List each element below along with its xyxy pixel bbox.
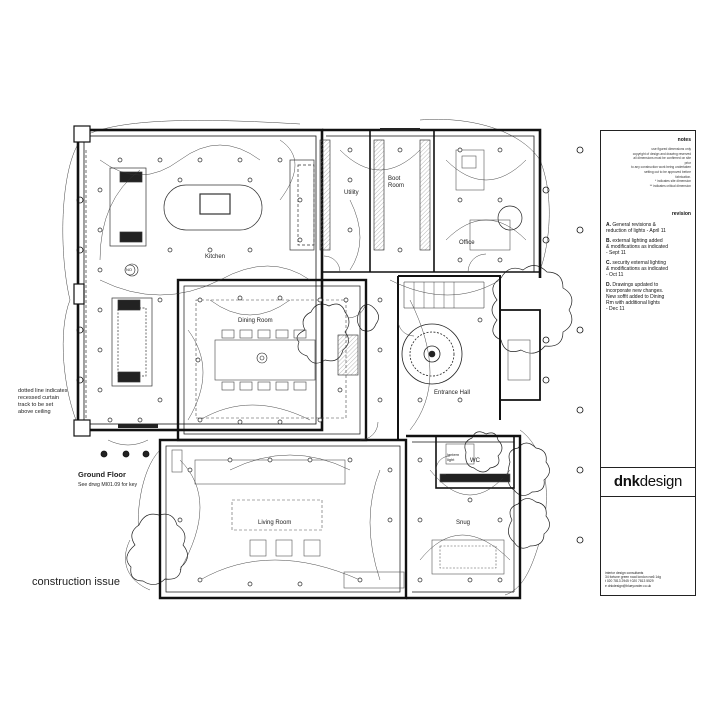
room-label-office: Office [459, 240, 475, 246]
consultant-section: interior design consultants 34 fortune g… [601, 571, 695, 588]
room-label-utility: Utility [344, 190, 359, 196]
revision-text: General revisions & reduction of lights … [606, 222, 666, 234]
structural-columns [319, 139, 431, 376]
notes-line: prior [684, 160, 691, 165]
room-label-dining-room: Dining Room [238, 318, 273, 324]
revision-text: external lighting added & modifications … [606, 238, 668, 256]
curtain-note: dotted line indicates recessed curtain t… [18, 388, 68, 415]
revision-letter: C. [606, 260, 613, 266]
door-swings [323, 253, 487, 471]
notes-line: all dimensions must be confirmed on site [633, 156, 691, 161]
revision-letter: A. [606, 222, 613, 228]
construction-issue-label: construction issue [32, 576, 121, 588]
notes-heading: notes [677, 137, 691, 143]
room-label-lantern: lantern light [447, 452, 460, 462]
consultant-heading: interior design consultants [605, 571, 644, 575]
revision-text: security external lighting & modificatio… [606, 260, 668, 278]
revision-entry: B. external lighting added & modificatio… [601, 238, 695, 256]
revision-letter: D. [606, 282, 613, 288]
room-label-living-room: Living Room [258, 520, 292, 526]
notes-line: use figured dimensions only [651, 147, 691, 151]
consultant-line: e dnkdesign@blueyonder.co.uk [605, 583, 652, 588]
revision-text: Drawings updated to incorporate new chan… [606, 282, 665, 312]
notes-line: to any construction work being undertake… [631, 165, 691, 170]
room-label-wc: WC [470, 458, 480, 464]
living-fittings [171, 449, 405, 589]
lighting-circuits [99, 139, 527, 581]
notes-line: ** indicates critical dimension [649, 183, 691, 188]
revision-entry: C. security external lighting & modifica… [601, 260, 695, 278]
notes-line: * indicates site dimension [655, 179, 691, 184]
revision-letter: B. [606, 238, 613, 244]
external-wiring [62, 119, 550, 596]
brand-section: dnkdesign [601, 467, 695, 497]
entrance-fittings [401, 281, 485, 385]
room-label-boot-room: Boot Room [388, 176, 405, 189]
notes-line: setting out to be approved before [644, 169, 691, 174]
consultant-line: 34 fortune green road london nw6 1dg [605, 575, 661, 580]
landscape-shrubs [126, 205, 573, 585]
consultant-line: t 020 7813 2945 f 020 7813 5529 [605, 579, 654, 584]
downlights [97, 147, 503, 587]
room-label-snug: Snug [456, 520, 471, 526]
tag-circle [124, 264, 136, 276]
room-label-kitchen: Kitchen [205, 254, 226, 260]
brand-light: design [639, 473, 683, 490]
notes-line: copyright of design and drawing reserved [632, 151, 691, 156]
revision-entry: A. General revisions & reduction of ligh… [601, 222, 695, 234]
bay-details [73, 125, 91, 437]
brand-bold: dnk [613, 473, 640, 490]
revision-heading: revision [671, 211, 691, 217]
kitchen-fittings [85, 150, 315, 420]
room-label-entrance-hall: Entrance Hall [434, 390, 471, 396]
revision-section: revision A. General revisions & reductio… [601, 211, 695, 316]
windows [118, 128, 506, 478]
floor-title: Ground Floor [78, 470, 126, 479]
revision-list: A. General revisions & reduction of ligh… [601, 222, 695, 312]
revision-entry: D. Drawings updated to incorporate new c… [601, 282, 695, 312]
brand-logo: dnkdesign [601, 473, 695, 490]
tag-no: NO [126, 267, 132, 272]
floor-key-reference: See drwg MI01.09 for key [78, 482, 138, 488]
notes-line: fabrication. [675, 174, 691, 179]
external-lights [76, 146, 584, 544]
